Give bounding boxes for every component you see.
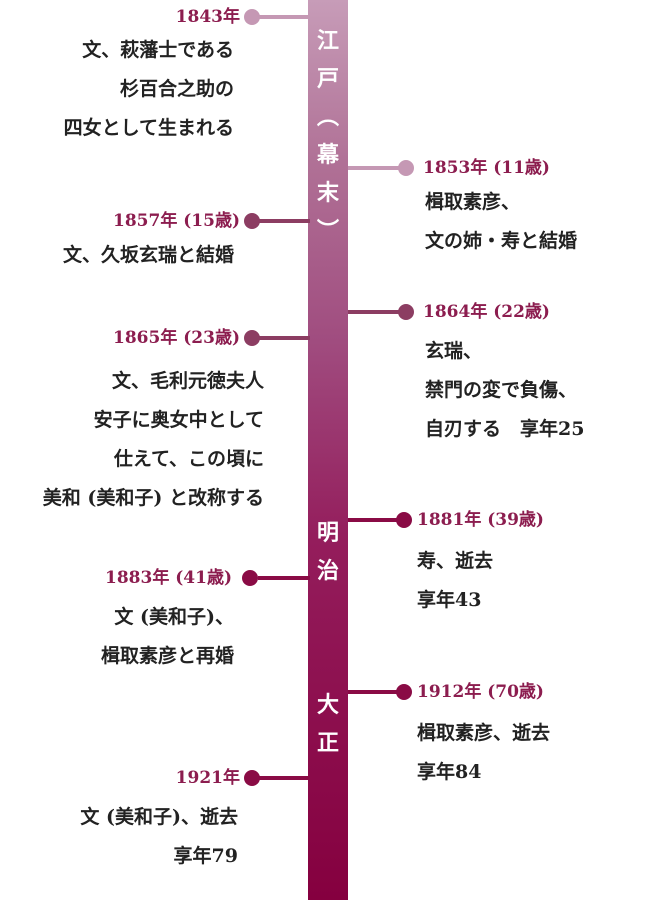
era-char: 戸 [316, 66, 339, 92]
event-year: 1864年 (22歳) [423, 302, 550, 322]
event-text: 寿、逝去享年43 [417, 542, 493, 620]
era-char: 正 [316, 730, 339, 756]
event-text: 玄瑞、禁門の変で負傷、自刃する 享年25 [425, 332, 584, 449]
event-connector [348, 690, 404, 694]
event-text-line: 文、久坂玄瑞と結婚 [62, 244, 234, 266]
event-connector [258, 336, 310, 340]
event-text-line: 文、毛利元徳夫人 [111, 370, 264, 392]
event-text-line: 楫取素彦、逝去 [417, 722, 551, 744]
event-dot [242, 570, 258, 586]
event-year: 1853年 (11歳) [423, 158, 550, 178]
event-text-line: 享年84 [417, 761, 482, 783]
event-year: 1865年 (23歳) [113, 328, 240, 348]
event-text: 文 (美和子)、楫取素彦と再婚 [101, 598, 234, 676]
event-connector [348, 166, 404, 170]
event-connector [258, 219, 310, 223]
event-dot [244, 770, 260, 786]
event-text-line: 享年43 [417, 589, 482, 611]
event-text-line: 文 (美和子)、逝去 [80, 806, 238, 828]
event-dot [398, 304, 414, 320]
era-label-edo-bakumatsu: 江戸 ︵ 幕末 ︶ [308, 22, 348, 250]
era-char: 幕 [316, 142, 339, 168]
event-text-line: 文、萩藩士である [82, 39, 234, 61]
event-text: 文、久坂玄瑞と結婚 [63, 236, 234, 275]
event-text: 文、萩藩士である杉百合之助の四女として生まれる [64, 31, 234, 148]
event-connector [348, 518, 404, 522]
event-dot [396, 684, 412, 700]
era-char: 江 [316, 28, 339, 54]
event-dot [398, 160, 414, 176]
event-text-line: 美和 (美和子) と改称する [42, 487, 264, 509]
event-year: 1921年 [175, 768, 240, 788]
event-connector [258, 776, 310, 780]
event-year: 1912年 (70歳) [417, 682, 544, 702]
event-text-line: 自刃する 享年25 [425, 418, 585, 440]
event-year: 1881年 (39歳) [417, 510, 544, 530]
event-text-line: 仕えて、この頃に [113, 448, 264, 470]
event-text-line: 四女として生まれる [63, 117, 234, 139]
event-text-line: 文の姉・寿と結婚 [425, 230, 578, 252]
era-char: 末 [316, 180, 339, 206]
era-char: ︵ [316, 104, 339, 130]
event-text-line: 寿、逝去 [417, 550, 494, 572]
event-text-line: 楫取素彦と再婚 [100, 645, 234, 667]
event-text-line: 文 (美和子)、 [114, 606, 234, 628]
era-char: 治 [316, 558, 339, 584]
event-text: 文 (美和子)、逝去享年79 [80, 798, 238, 876]
event-text: 楫取素彦、文の姉・寿と結婚 [425, 183, 577, 261]
event-text-line: 楫取素彦、 [425, 191, 521, 213]
era-char: ︶ [316, 218, 339, 244]
event-year: 1883年 (41歳) [105, 568, 232, 588]
event-connector [258, 576, 310, 580]
event-dot [244, 9, 260, 25]
event-text: 文、毛利元徳夫人安子に奥女中として仕えて、この頃に美和 (美和子) と改称する [43, 362, 264, 518]
event-dot [244, 330, 260, 346]
event-connector [348, 310, 404, 314]
event-dot [244, 213, 260, 229]
event-text-line: 杉百合之助の [119, 78, 234, 100]
event-text-line: 享年79 [173, 845, 238, 867]
event-year: 1843年 [175, 7, 240, 27]
event-text-line: 禁門の変で負傷、 [425, 379, 578, 401]
event-text-line: 安子に奥女中として [93, 409, 264, 431]
era-char: 明 [316, 520, 339, 546]
event-text-line: 玄瑞、 [425, 340, 483, 362]
event-year: 1857年 (15歳) [113, 211, 240, 231]
era-char: 大 [316, 692, 339, 718]
event-connector [258, 15, 310, 19]
era-label-meiji: 明治 [308, 514, 348, 590]
event-text: 楫取素彦、逝去享年84 [417, 714, 550, 792]
era-label-taisho: 大正 [308, 686, 348, 762]
event-dot [396, 512, 412, 528]
timeline-bar [308, 0, 348, 900]
